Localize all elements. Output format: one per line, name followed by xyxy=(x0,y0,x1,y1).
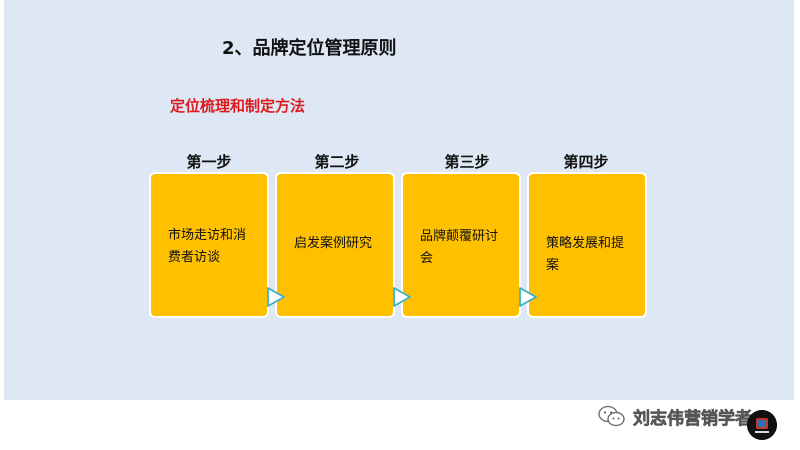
step-3-label: 第三步 xyxy=(444,153,490,171)
slide-title: 2、品牌定位管理原则 xyxy=(222,38,397,59)
slide: 2、品牌定位管理原则 定位梳理和制定方法 第一步 第二步 第三步 第四步 市场走… xyxy=(4,0,794,400)
step-1-box: 市场走访和消费者访谈 xyxy=(149,172,269,318)
step-4-text: 策略发展和提案 xyxy=(546,236,625,273)
step-4-label: 第四步 xyxy=(563,153,609,171)
step-2-text: 启发案例研究 xyxy=(294,236,373,251)
arrow-right-icon xyxy=(519,287,537,307)
arrow-right-icon xyxy=(267,287,285,307)
wechat-icon xyxy=(598,405,625,427)
step-2-box: 启发案例研究 xyxy=(275,172,395,318)
step-2-label: 第二步 xyxy=(314,153,360,171)
step-4-box: 策略发展和提案 xyxy=(527,172,647,318)
step-3-box: 品牌颠覆研讨会 xyxy=(401,172,521,318)
step-1-label: 第一步 xyxy=(186,153,232,171)
watermark: 刘志伟营销学者 xyxy=(597,403,752,429)
avatar xyxy=(747,410,777,440)
watermark-text: 刘志伟营销学者 xyxy=(633,408,753,429)
step-3-text: 品牌颠覆研讨会 xyxy=(420,229,499,266)
arrow-right-icon xyxy=(393,287,411,307)
slide-subtitle: 定位梳理和制定方法 xyxy=(170,97,306,115)
step-1-text: 市场走访和消费者访谈 xyxy=(168,228,247,265)
